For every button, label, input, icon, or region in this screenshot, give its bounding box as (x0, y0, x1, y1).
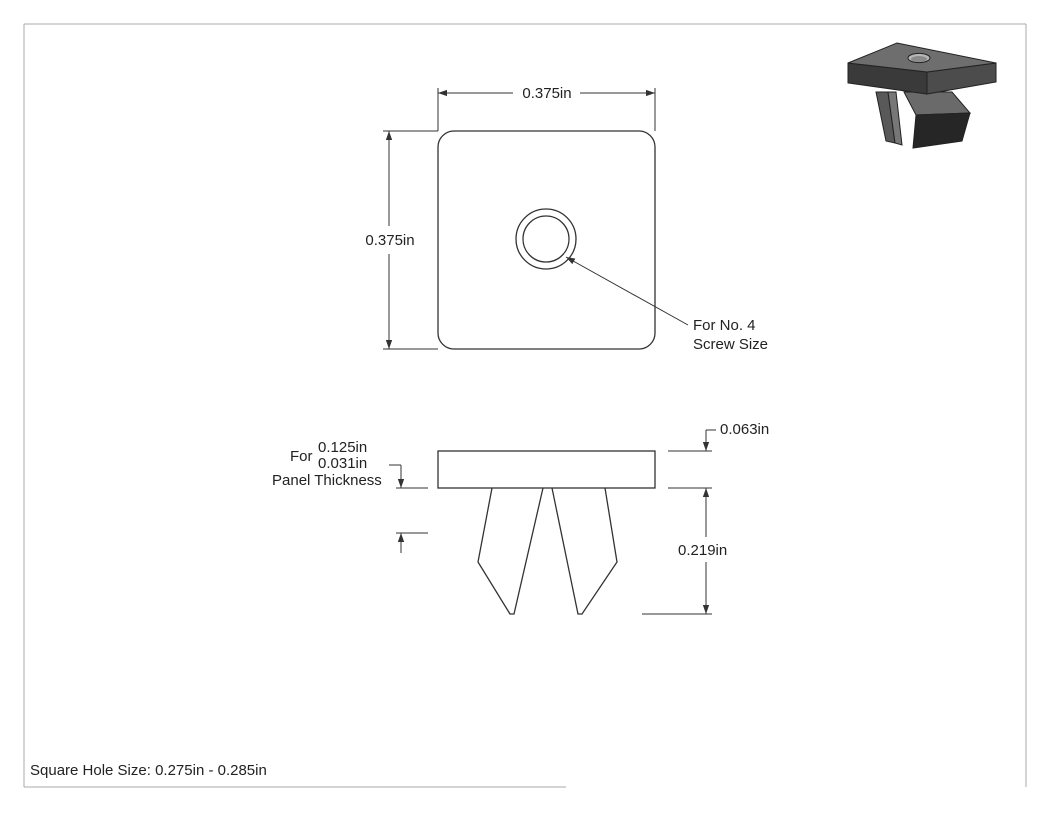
top-view (437, 130, 656, 350)
side-view-head (437, 450, 656, 489)
width-label: 0.375in (522, 85, 571, 102)
panel-note-min: 0.031in (318, 455, 367, 472)
top-view-outline (437, 130, 656, 350)
hole-note-line2: Screw Size (693, 336, 768, 353)
leg-height-label: 0.219in (678, 542, 727, 559)
iso-screw-hole-inner (911, 56, 927, 62)
iso-right-leg-front (912, 112, 971, 149)
iso-left-leg-face (887, 91, 903, 146)
leg-height-dimension (642, 488, 712, 615)
thickness-label: 0.063in (720, 421, 769, 438)
screw-hole-outer (515, 208, 577, 270)
width-dimension (437, 88, 656, 131)
hole-note-line1: For No. 4 (693, 317, 756, 334)
right-leg (551, 487, 618, 615)
panel-thickness-dimension (389, 464, 428, 553)
isometric-preview (847, 42, 997, 149)
panel-note-prefix: For (290, 448, 313, 465)
side-view (437, 450, 656, 615)
square-hole-note: Square Hole Size: 0.275in - 0.285in (30, 762, 267, 779)
hole-leader (565, 256, 689, 326)
left-leg (477, 487, 544, 615)
height-dimension (383, 130, 438, 350)
iso-right-leg (903, 91, 972, 116)
height-label: 0.375in (365, 232, 414, 249)
panel-note-max: 0.125in (318, 439, 367, 456)
screw-hole-inner (522, 215, 570, 263)
panel-note-suffix: Panel Thickness (272, 472, 382, 489)
thickness-dimension (668, 429, 716, 489)
sheet-border (23, 23, 1027, 788)
